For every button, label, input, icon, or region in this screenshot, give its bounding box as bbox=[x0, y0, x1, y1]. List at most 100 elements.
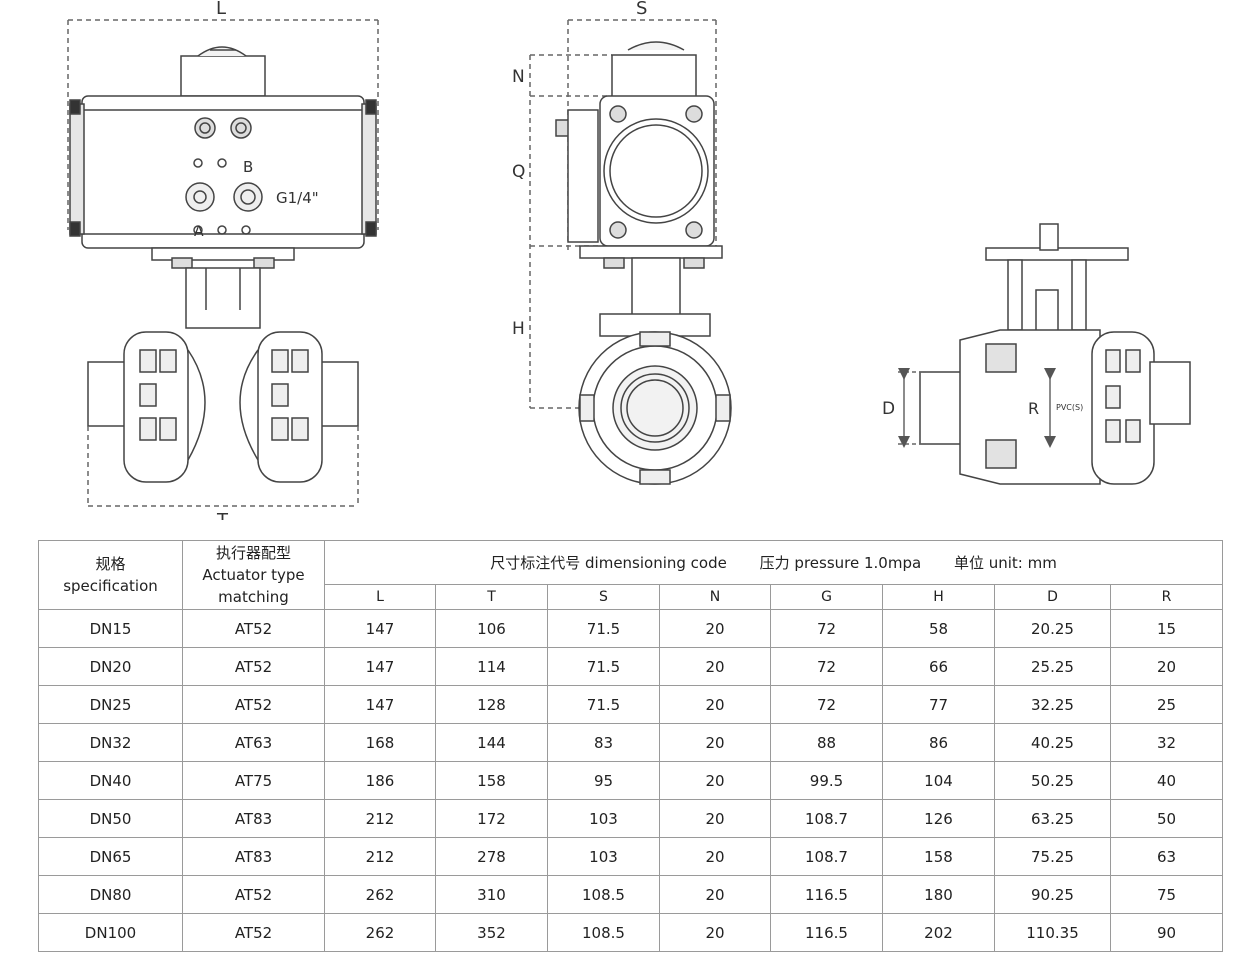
header-unit: 单位 unit: mm bbox=[953, 554, 1057, 572]
table-cell: 20 bbox=[659, 837, 771, 876]
table-cell: 104 bbox=[882, 761, 995, 800]
table-cell: AT52 bbox=[182, 685, 325, 724]
table-cell: 50 bbox=[1109, 799, 1224, 838]
table-cell: DN80 bbox=[38, 875, 183, 914]
table-cell: 126 bbox=[882, 799, 995, 838]
table-cell: 20 bbox=[659, 913, 771, 952]
port-label-a: A bbox=[194, 224, 204, 240]
table-cell: 20.25 bbox=[994, 609, 1111, 648]
table-cell: DN50 bbox=[38, 799, 183, 838]
table-cell: 75.25 bbox=[994, 837, 1111, 876]
header-spec-cn: 规格 bbox=[95, 555, 126, 573]
label-d: D bbox=[882, 399, 895, 419]
table-cell: 72 bbox=[770, 647, 883, 686]
table-cell: 63 bbox=[1109, 837, 1224, 876]
table-cell: DN20 bbox=[38, 647, 183, 686]
table-cell: 172 bbox=[435, 799, 548, 838]
table-cell: 110.35 bbox=[994, 913, 1111, 952]
column-header-d: D bbox=[994, 584, 1111, 610]
table-cell: 20 bbox=[659, 875, 771, 914]
table-cell: 212 bbox=[324, 799, 436, 838]
table-cell: 262 bbox=[324, 875, 436, 914]
table-cell: 32.25 bbox=[994, 685, 1111, 724]
table-cell: 103 bbox=[547, 799, 660, 838]
table-cell: AT83 bbox=[182, 799, 325, 838]
label-t: T bbox=[216, 510, 229, 520]
table-cell: 66 bbox=[882, 647, 995, 686]
thread-label: G1/4" bbox=[276, 189, 319, 207]
table-cell: 58 bbox=[882, 609, 995, 648]
table-cell: 108.7 bbox=[770, 799, 883, 838]
column-header-l: L bbox=[324, 584, 436, 610]
table-cell: 90.25 bbox=[994, 875, 1111, 914]
table-cell: 147 bbox=[324, 647, 436, 686]
table-cell: 262 bbox=[324, 913, 436, 952]
table-cell: 158 bbox=[435, 761, 548, 800]
label-l: L bbox=[216, 0, 226, 19]
table-cell: 310 bbox=[435, 875, 548, 914]
table-cell: 50.25 bbox=[994, 761, 1111, 800]
table-cell: 40 bbox=[1109, 761, 1224, 800]
table-cell: DN25 bbox=[38, 685, 183, 724]
label-n: N bbox=[512, 67, 525, 87]
table-cell: DN65 bbox=[38, 837, 183, 876]
table-cell: 186 bbox=[324, 761, 436, 800]
label-q: Q bbox=[512, 162, 525, 182]
table-cell: 147 bbox=[324, 609, 436, 648]
table-cell: 95 bbox=[547, 761, 660, 800]
header-spec-en: specification bbox=[63, 577, 158, 595]
table-cell: 20 bbox=[659, 799, 771, 838]
table-cell: 106 bbox=[435, 609, 548, 648]
table-cell: DN100 bbox=[38, 913, 183, 952]
header-pressure: 压力 pressure 1.0mpa bbox=[759, 554, 922, 572]
header-dim-code: 尺寸标注代号 dimensioning code bbox=[490, 554, 727, 572]
table-cell: 40.25 bbox=[994, 723, 1111, 762]
label-r: R bbox=[1028, 399, 1039, 418]
table-cell: 71.5 bbox=[547, 685, 660, 724]
table-cell: 32 bbox=[1109, 723, 1224, 762]
port-label-b: B bbox=[243, 158, 253, 176]
side-view bbox=[529, 19, 732, 485]
table-cell: AT63 bbox=[182, 723, 325, 762]
table-cell: DN40 bbox=[38, 761, 183, 800]
table-cell: 180 bbox=[882, 875, 995, 914]
table-cell: 63.25 bbox=[994, 799, 1111, 838]
dimension-t bbox=[87, 426, 359, 507]
table-cell: 71.5 bbox=[547, 647, 660, 686]
table-cell: 212 bbox=[324, 837, 436, 876]
table-cell: DN15 bbox=[38, 609, 183, 648]
table-cell: 88 bbox=[770, 723, 883, 762]
table-cell: 168 bbox=[324, 723, 436, 762]
column-header-h: H bbox=[882, 584, 995, 610]
table-cell: 15 bbox=[1109, 609, 1224, 648]
table-cell: 20 bbox=[659, 609, 771, 648]
table-cell: AT83 bbox=[182, 837, 325, 876]
table-cell: 75 bbox=[1109, 875, 1224, 914]
table-cell: 144 bbox=[435, 723, 548, 762]
table-cell: 108.7 bbox=[770, 837, 883, 876]
column-header-t: T bbox=[435, 584, 548, 610]
table-cell: 352 bbox=[435, 913, 548, 952]
column-header-n: N bbox=[659, 584, 771, 610]
header-actuator-cn: 执行器配型 bbox=[215, 544, 291, 562]
table-cell: 108.5 bbox=[547, 913, 660, 952]
table-cell: 20 bbox=[659, 685, 771, 724]
table-cell: 20 bbox=[659, 761, 771, 800]
column-header-g: G bbox=[770, 584, 883, 610]
table-cell: AT52 bbox=[182, 913, 325, 952]
table-cell: 103 bbox=[547, 837, 660, 876]
table-cell: 202 bbox=[882, 913, 995, 952]
table-cell: 278 bbox=[435, 837, 548, 876]
table-cell: 90 bbox=[1109, 913, 1224, 952]
table-cell: 20 bbox=[1109, 647, 1224, 686]
